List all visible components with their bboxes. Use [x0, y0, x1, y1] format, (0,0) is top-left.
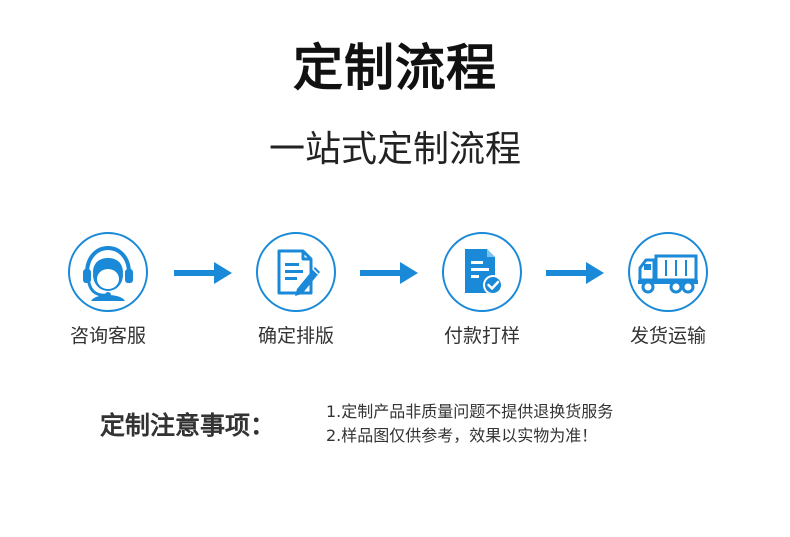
step-circle [442, 232, 522, 312]
arrow-right-icon [174, 262, 232, 284]
customer-service-headset-icon [83, 245, 133, 301]
document-edit-icon [277, 249, 320, 296]
notes-title: 定制注意事项： [100, 411, 276, 440]
document-check-icon [465, 249, 503, 295]
step-label: 确定排版 [257, 325, 334, 347]
step-layout: 确定排版 [236, 232, 356, 348]
notes-list: 1.定制产品非质量问题不提供退换货服务 2.样品图仅供参考，效果以实物为准！ [326, 400, 613, 448]
page-title: 定制流程 [293, 39, 497, 97]
notes-section: 定制注意事项： 1.定制产品非质量问题不提供退换货服务 2.样品图仅供参考，效果… [100, 400, 740, 460]
step-circle [68, 232, 148, 312]
arrow-right-icon [360, 262, 418, 284]
step-circle [628, 232, 708, 312]
note-item: 1.定制产品非质量问题不提供退换货服务 [326, 402, 614, 421]
page-subtitle: 一站式定制流程 [268, 129, 521, 170]
step-shipping: 发货运输 [608, 232, 728, 348]
step-consult: 咨询客服 [48, 232, 168, 348]
process-steps: 咨询客服 确定排版 [0, 232, 790, 362]
delivery-truck-icon [638, 254, 698, 294]
arrow-right-icon [546, 262, 604, 284]
note-item: 2.样品图仅供参考，效果以实物为准！ [326, 426, 598, 445]
step-label: 付款打样 [443, 325, 520, 347]
step-label: 发货运输 [629, 325, 706, 347]
step-label: 咨询客服 [69, 325, 146, 347]
step-payment-sample: 付款打样 [422, 232, 542, 348]
step-circle [256, 232, 336, 312]
